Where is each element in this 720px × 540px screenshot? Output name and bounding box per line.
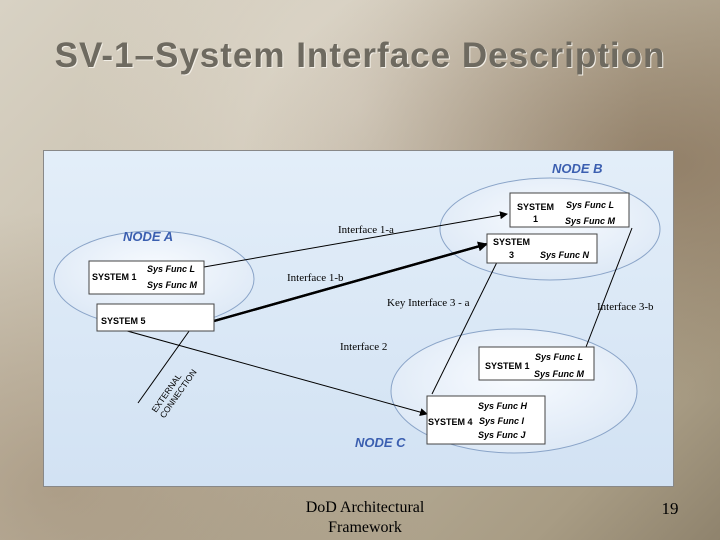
- node-a-system5-name: SYSTEM 5: [101, 316, 146, 326]
- node-c-system1-func-l: Sys Func L: [535, 352, 583, 362]
- node-c-system1-box: [478, 346, 595, 381]
- node-b-system1-func-m: Sys Func M: [565, 216, 616, 226]
- node-b-system3-name-line2: 3: [509, 250, 514, 260]
- node-b-system3-func-n: Sys Func N: [540, 250, 590, 260]
- node-c-system4-func-i: Sys Func I: [479, 416, 525, 426]
- interface-1b-label: Interface 1-b: [287, 272, 344, 284]
- interface-1a-label: Interface 1-a: [338, 224, 394, 236]
- node-c-system1-name: SYSTEM 1: [485, 361, 530, 371]
- key-interface-3a-label: Key Interface 3 - a: [387, 297, 470, 309]
- external-connection-line: [137, 326, 193, 404]
- key-interface-3a-line: [213, 242, 488, 323]
- interface-3b-line: [585, 227, 633, 348]
- slide-number: 19: [661, 499, 679, 518]
- node-c-system4-func-h: Sys Func H: [478, 401, 528, 411]
- node-c-system1-func-m: Sys Func M: [534, 369, 585, 379]
- node-a-system1-box: [88, 260, 205, 295]
- node-c-system4-box: [426, 395, 546, 445]
- footer-text: DoD Architectural Framework: [305, 499, 425, 536]
- interface-2-line: [119, 328, 428, 416]
- node-b-system1-name-line1: SYSTEM: [517, 202, 554, 212]
- node-a-system1-name: SYSTEM 1: [92, 272, 137, 282]
- node-b-system3-box: [486, 233, 598, 264]
- node-b-system1-name-line2: 1: [533, 214, 538, 224]
- slide-title: SV-1–System Interface Description: [54, 36, 666, 75]
- node-c-system4-name: SYSTEM 4: [428, 417, 473, 427]
- node-c-to-b-line: [431, 251, 503, 395]
- node-b-system3-name-line1: SYSTEM: [493, 237, 530, 247]
- node-b-system1-func-l: Sys Func L: [566, 200, 614, 210]
- diagram-svg: NODE A NODE B NODE C SYSTEM 1 Sys Func L…: [44, 151, 673, 486]
- node-b-system1-box: [509, 192, 630, 228]
- node-a-label: NODE A: [123, 229, 173, 244]
- diagram-frame: NODE A NODE B NODE C SYSTEM 1 Sys Func L…: [43, 150, 674, 487]
- interface-2-label: Interface 2: [340, 341, 387, 353]
- node-c-system4-func-j: Sys Func J: [478, 430, 527, 440]
- interface-1a-line: [203, 211, 508, 268]
- node-b-label: NODE B: [552, 161, 603, 176]
- node-a-system5-box: [96, 303, 215, 332]
- node-a-system1-func-l: Sys Func L: [147, 264, 195, 274]
- node-a-system1-func-m: Sys Func M: [147, 280, 198, 290]
- node-c-label: NODE C: [355, 435, 406, 450]
- interface-3b-label: Interface 3-b: [597, 301, 654, 313]
